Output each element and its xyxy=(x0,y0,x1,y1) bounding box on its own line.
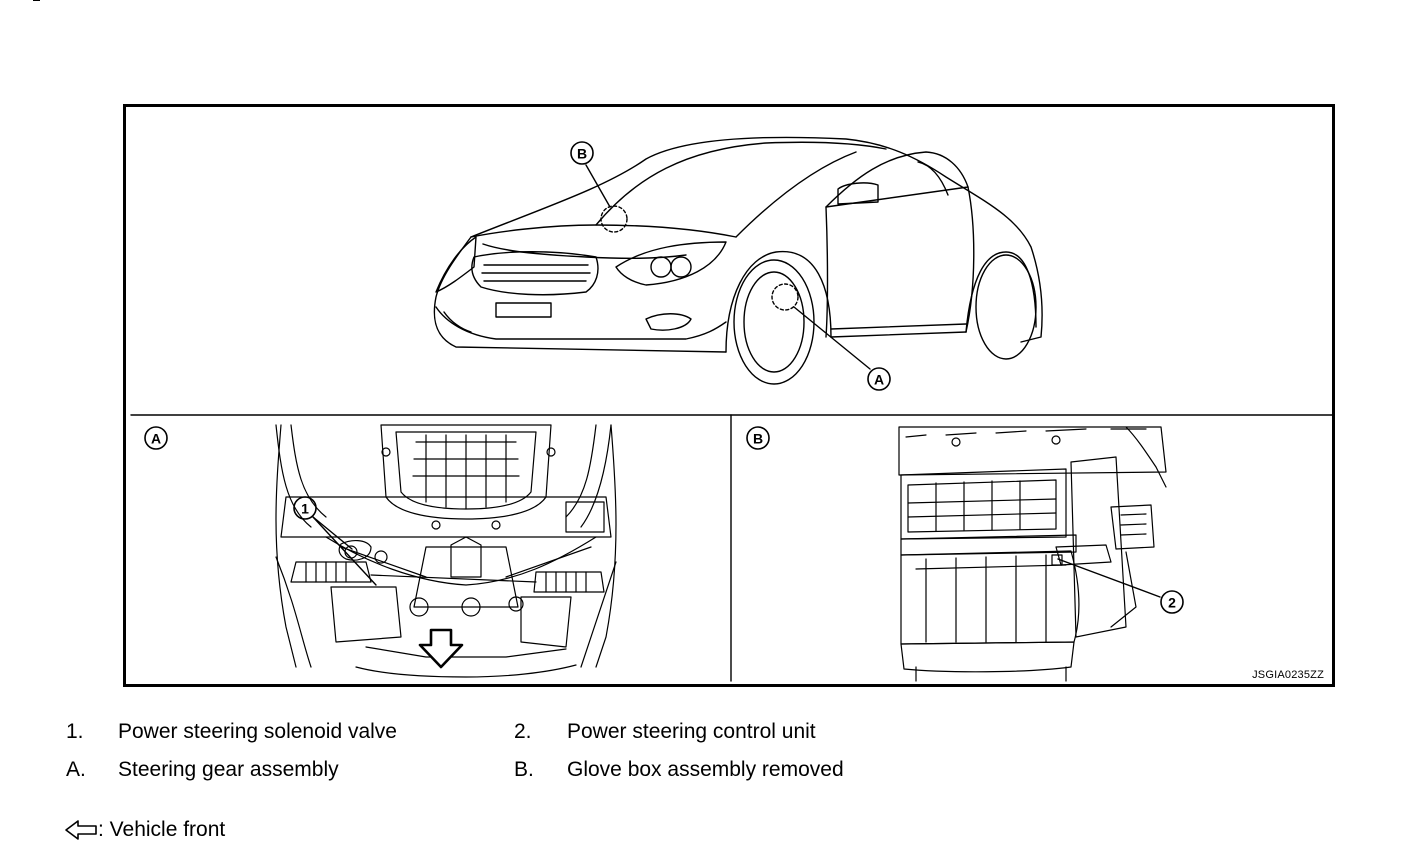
legend-a-text: Steering gear assembly xyxy=(118,758,339,781)
callout-b-car: B xyxy=(577,146,587,162)
vehicle-front-label: : Vehicle front xyxy=(98,818,226,841)
vehicle-front-note: : Vehicle front xyxy=(64,818,225,842)
panel-a-steering-gear: A xyxy=(144,424,617,678)
legend-b-text: Glove box assembly removed xyxy=(567,758,844,781)
figure-drawing: B A A xyxy=(130,136,1332,682)
legend-2-number: 2. xyxy=(514,720,532,743)
callout-b-panel: B xyxy=(753,431,763,447)
callout-a-car: A xyxy=(874,372,884,388)
figure-code: JSGIA0235ZZ xyxy=(1252,669,1324,681)
vehicle-front-arrow-icon xyxy=(418,628,464,669)
legend-b-number: B. xyxy=(514,758,534,781)
legend-1-number: 1. xyxy=(66,720,84,743)
callout-a-panel: A xyxy=(151,431,161,447)
callout-1: 1 xyxy=(301,501,309,517)
panel-b-control-unit: B xyxy=(746,426,1184,682)
legend-a-number: A. xyxy=(66,758,86,781)
legend-1-text: Power steering solenoid valve xyxy=(118,720,397,743)
top-corner-mark xyxy=(33,0,40,1)
legend-2-text: Power steering control unit xyxy=(567,720,816,743)
arrow-left-outline-icon xyxy=(65,820,97,840)
car-illustration: B A xyxy=(433,136,1043,391)
callout-2: 2 xyxy=(1168,595,1176,611)
component-location-figure: B A A xyxy=(123,104,1335,687)
